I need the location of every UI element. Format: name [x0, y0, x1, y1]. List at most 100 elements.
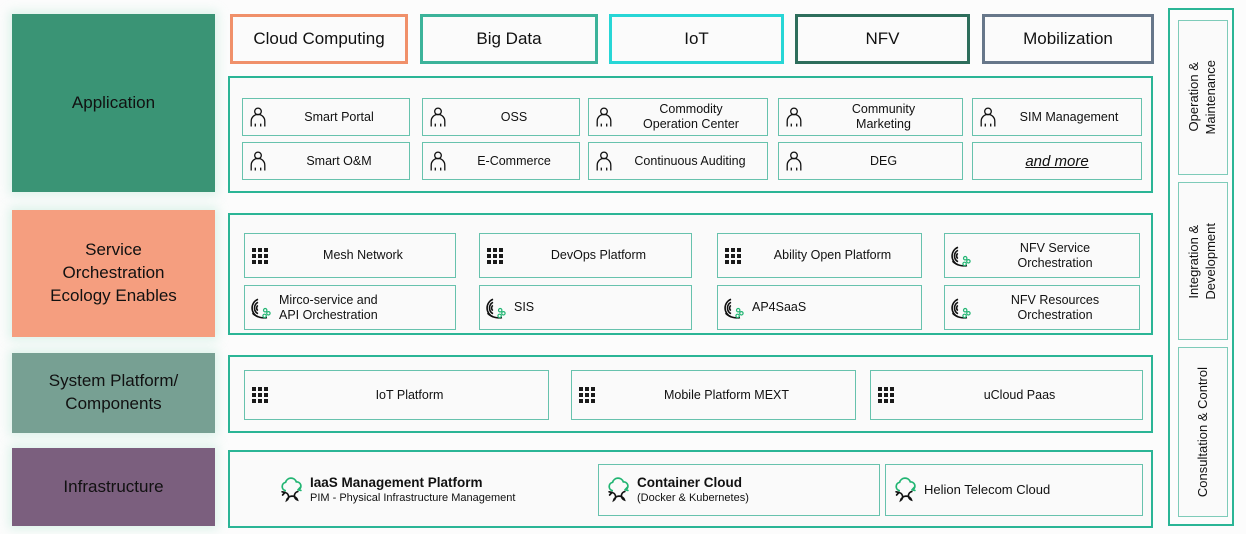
grid-icon — [718, 234, 748, 277]
sidebar-item-label: Consultation & Control — [1194, 366, 1210, 498]
service-tile-ap4saas[interactable]: AP4SaaS — [717, 285, 922, 330]
application-tile-smart-o-m[interactable]: Smart O&M — [242, 142, 410, 180]
category-pill-label: NFV — [865, 29, 900, 48]
person-icon — [423, 143, 453, 179]
infrastructure-tile-container-cloud[interactable]: Container Cloud(Docker & Kubernetes) — [598, 464, 880, 516]
infra-subtitle: (Docker & Kubernetes) — [637, 491, 749, 504]
person-icon — [973, 99, 1003, 135]
tile-label: uCloud Paas — [983, 387, 1056, 402]
category-pill-label: IoT — [684, 29, 709, 48]
application-tile-and-more[interactable]: and more — [972, 142, 1142, 180]
tile-label: Smart Portal — [304, 109, 374, 124]
person-icon — [243, 99, 273, 135]
tile-label: DEG — [869, 153, 898, 168]
service-tile-ability-open-platform[interactable]: Ability Open Platform — [717, 233, 922, 278]
orchestration-icon — [718, 286, 748, 329]
person-icon — [589, 99, 619, 135]
sidebar-item-label: Operation & Maintenance — [1186, 60, 1218, 135]
person-icon — [243, 143, 273, 179]
category-pill-iot[interactable]: IoT — [609, 14, 784, 64]
service-tile-sis[interactable]: SIS — [479, 285, 692, 330]
person-icon — [423, 99, 453, 135]
category-pill-label: Cloud Computing — [253, 29, 385, 48]
category-pill-nfv[interactable]: NFV — [795, 14, 970, 64]
category-pill-label: Big Data — [476, 29, 542, 48]
layer-label-text: Infrastructure — [63, 476, 164, 496]
category-pill-cloud-computing[interactable]: Cloud Computing — [230, 14, 408, 64]
category-pill-big-data[interactable]: Big Data — [420, 14, 598, 64]
person-icon — [589, 143, 619, 179]
infra-text-block: Helion Telecom Cloud — [924, 482, 1050, 498]
application-tile-community-marketing[interactable]: Community Marketing — [778, 98, 963, 136]
platform-tile-iot-platform[interactable]: IoT Platform — [244, 370, 549, 420]
tile-label: NFV Resources Orchestration — [1010, 292, 1100, 322]
service-tile-nfv-service-orchestration[interactable]: NFV Service Orchestration — [944, 233, 1140, 278]
tile-label: AP4SaaS — [752, 300, 807, 315]
infrastructure-tile-helion-telecom-cloud[interactable]: Helion Telecom Cloud — [885, 464, 1143, 516]
service-orchestration-group: Mesh Network DevOps Platform Ability Open … — [228, 213, 1153, 335]
application-tile-commodity-operation-center[interactable]: Commodity Operation Center — [588, 98, 768, 136]
cloud-icon — [599, 465, 637, 515]
grid-icon — [245, 234, 275, 277]
orchestration-icon — [480, 286, 510, 329]
tile-label: IoT Platform — [375, 387, 444, 402]
tile-label: SIM Management — [1019, 109, 1119, 124]
application-tile-continuous-auditing[interactable]: Continuous Auditing — [588, 142, 768, 180]
layer-label-text: System Platform/ Components — [48, 371, 179, 413]
service-tile-nfv-resources-orchestration[interactable]: NFV Resources Orchestration — [944, 285, 1140, 330]
tile-label: E-Commerce — [477, 153, 551, 168]
person-icon — [779, 143, 809, 179]
sidebar-item-label: Integration & Development — [1186, 222, 1218, 300]
tile-label: Smart O&M — [306, 153, 372, 168]
tile-label: NFV Service Orchestration — [1017, 240, 1093, 270]
grid-icon — [871, 371, 901, 419]
layer-label-text: Application — [71, 92, 156, 112]
tile-label: Community Marketing — [851, 102, 916, 131]
application-tile-smart-portal[interactable]: Smart Portal — [242, 98, 410, 136]
person-icon — [779, 99, 809, 135]
application-tile-deg[interactable]: DEG — [778, 142, 963, 180]
tile-label: Continuous Auditing — [634, 153, 746, 168]
grid-icon — [480, 234, 510, 277]
orchestration-icon — [945, 234, 975, 277]
orchestration-icon — [245, 286, 275, 329]
system-platform-group: IoT Platform Mobile Platform MEXT uCloud P… — [228, 355, 1153, 433]
sidebar-item-operation-maintenance[interactable]: Operation & Maintenance — [1178, 20, 1228, 175]
layer-label-text: Service Orchestration Ecology Enables — [50, 240, 177, 305]
tile-label: Mobile Platform MEXT — [663, 387, 790, 402]
category-pill-label: Mobilization — [1023, 29, 1113, 48]
grid-icon — [572, 371, 602, 419]
tile-label: Mesh Network — [323, 248, 403, 263]
service-tile-devops-platform[interactable]: DevOps Platform — [479, 233, 692, 278]
application-tile-sim-management[interactable]: SIM Management — [972, 98, 1142, 136]
category-pill-mobilization[interactable]: Mobilization — [982, 14, 1154, 64]
platform-tile-mobile-platform-mext[interactable]: Mobile Platform MEXT — [571, 370, 856, 420]
application-tile-e-commerce[interactable]: E-Commerce — [422, 142, 580, 180]
infra-text-block: Container Cloud(Docker & Kubernetes) — [637, 475, 749, 504]
tile-label: Ability Open Platform — [773, 248, 892, 263]
cloud-icon — [272, 464, 310, 516]
tile-label: Mirco-service and API Orchestration — [279, 292, 378, 322]
platform-tile-ucloud-paas[interactable]: uCloud Paas — [870, 370, 1143, 420]
tile-label: Commodity Operation Center — [643, 102, 739, 131]
cloud-icon — [886, 465, 924, 515]
tile-label: DevOps Platform — [550, 248, 647, 263]
infra-title: Container Cloud — [637, 475, 742, 491]
application-tile-oss[interactable]: OSS — [422, 98, 580, 136]
service-tile-mesh-network[interactable]: Mesh Network — [244, 233, 456, 278]
and-more-label: and more — [1025, 152, 1089, 170]
tile-label: OSS — [500, 109, 528, 124]
layer-label-application: Application — [12, 14, 215, 192]
tile-label: SIS — [514, 300, 535, 315]
layer-label-service: Service Orchestration Ecology Enables — [12, 210, 215, 337]
service-tile-mirco-service-and-api-orchestration[interactable]: Mirco-service and API Orchestration — [244, 285, 456, 330]
application-group: Smart Portal OSS Commodity Operation Cente… — [228, 76, 1153, 193]
orchestration-icon — [945, 286, 975, 329]
sidebar-item-integration-development[interactable]: Integration & Development — [1178, 182, 1228, 340]
sidebar-item-consultation-control[interactable]: Consultation & Control — [1178, 347, 1228, 517]
